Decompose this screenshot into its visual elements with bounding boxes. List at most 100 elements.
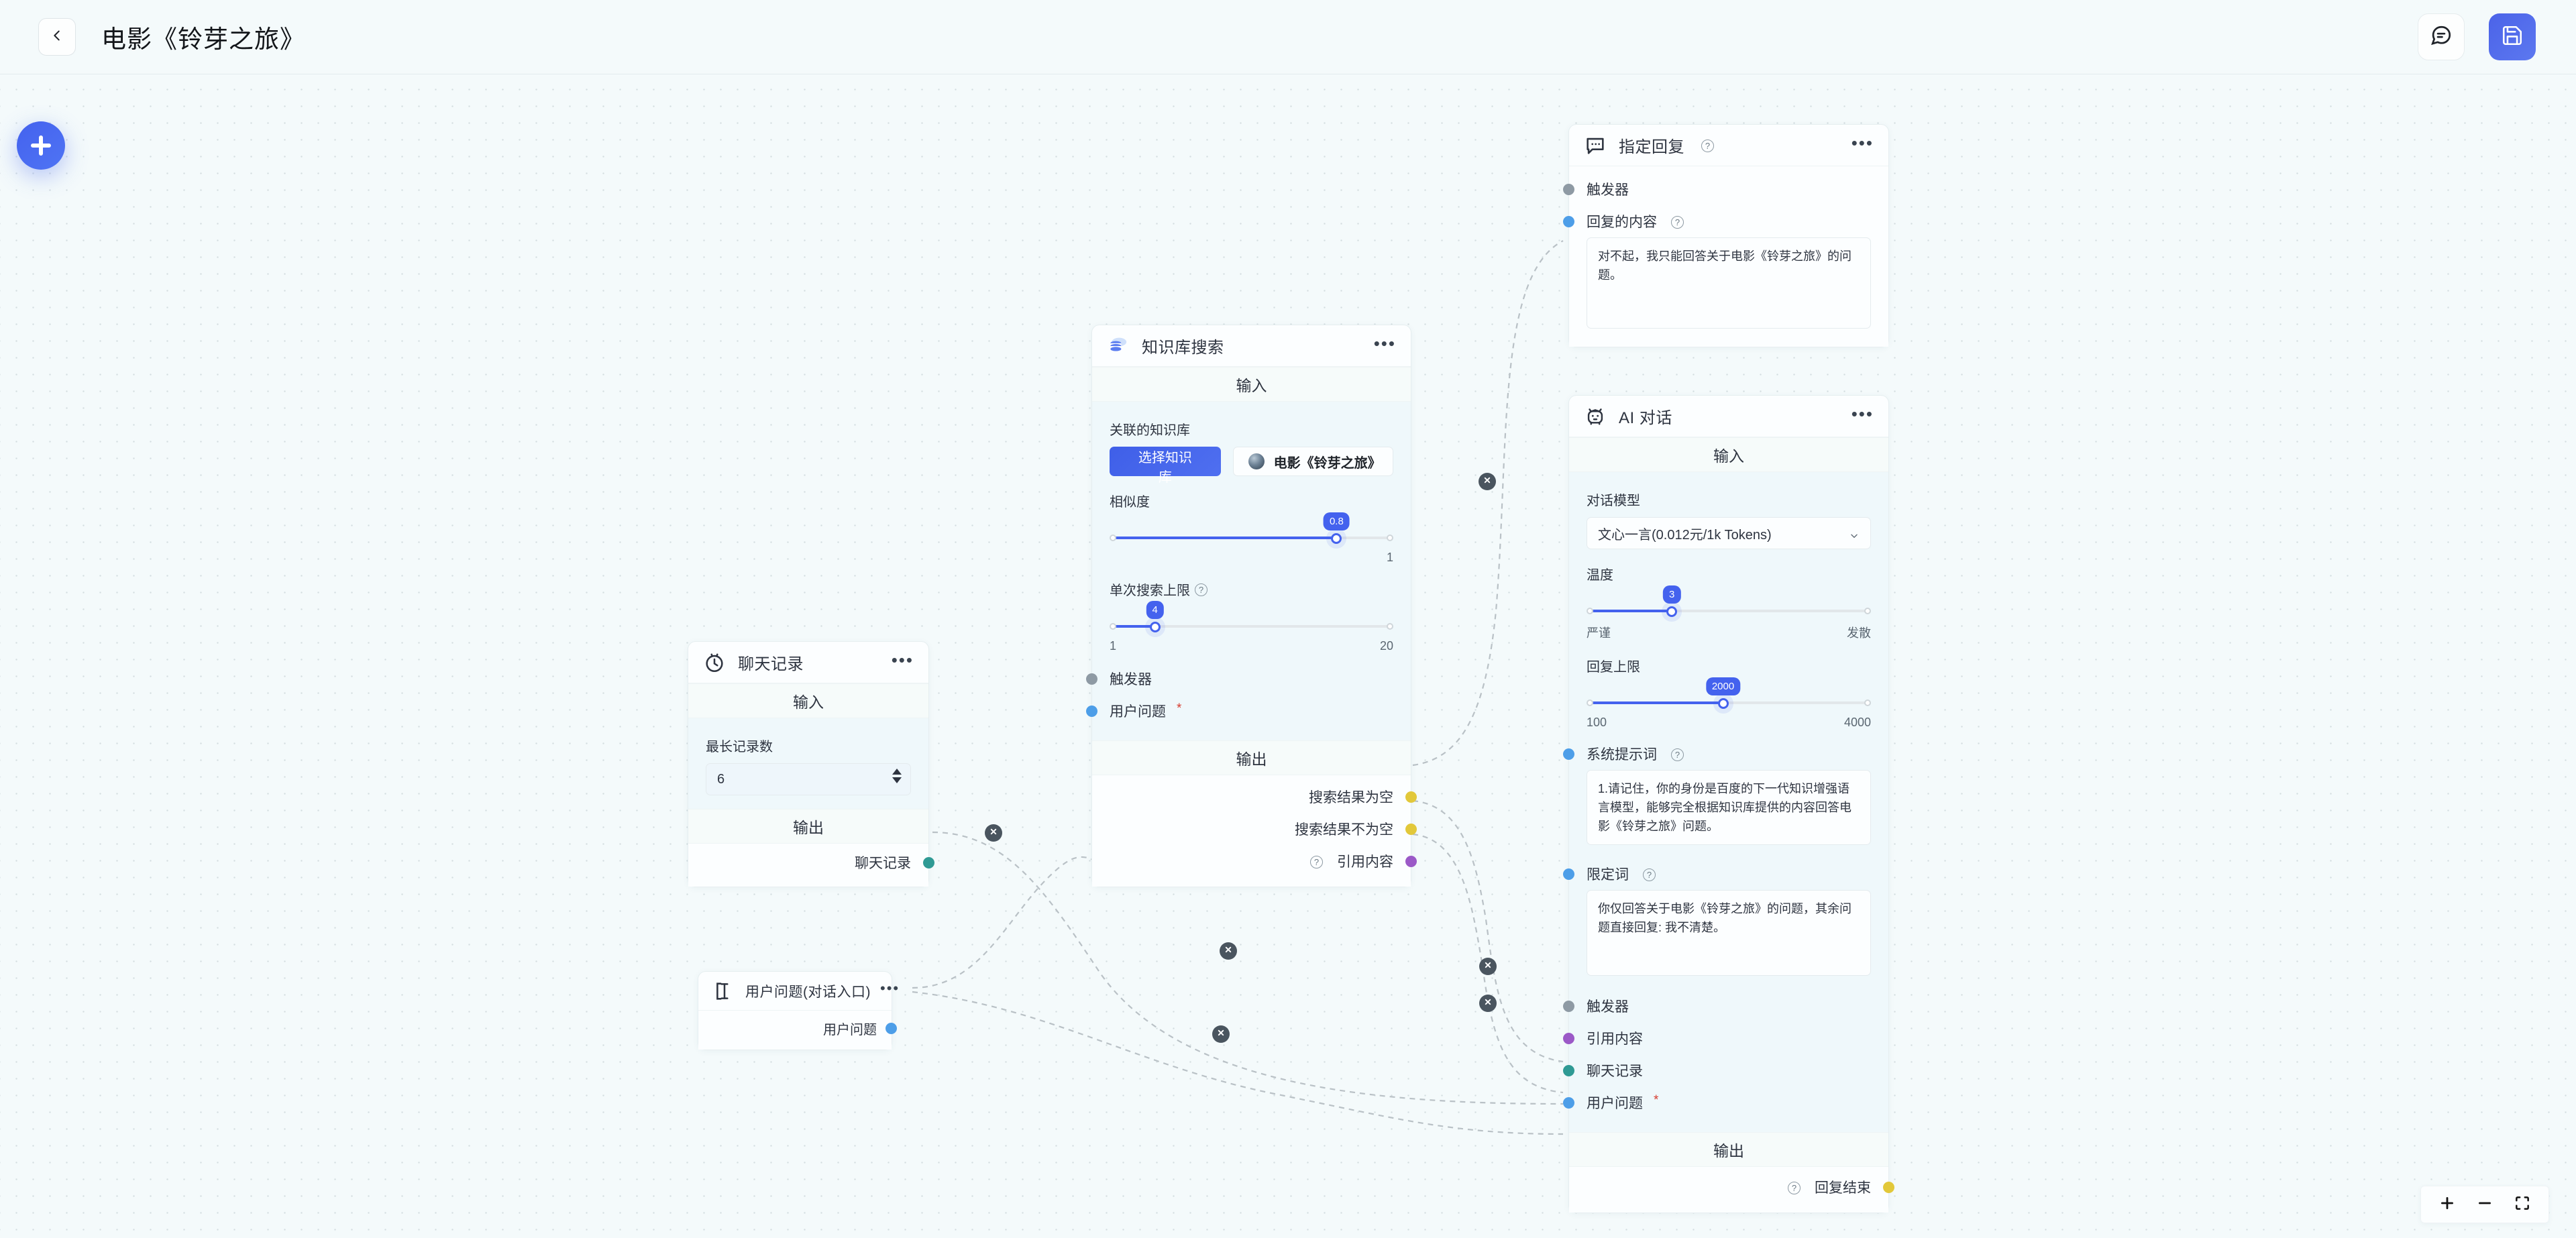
zoom-out-button[interactable]	[2469, 1189, 2500, 1220]
port-out-user-question[interactable]: 用户问题	[713, 1013, 897, 1043]
edge-delete-button[interactable]	[1220, 942, 1237, 960]
max-records-stepper[interactable]	[706, 763, 911, 795]
port-dot[interactable]	[1883, 1181, 1894, 1193]
edge-delete-button[interactable]	[1479, 473, 1496, 490]
temperature-label: 温度	[1587, 568, 1613, 583]
limit-slider[interactable]: 4	[1110, 601, 1393, 636]
reply-limit-slider[interactable]: 2000	[1587, 677, 1871, 713]
port-out-chat-history[interactable]: 聊天记录	[706, 846, 934, 879]
slider-knob[interactable]	[1331, 533, 1342, 544]
help-icon[interactable]: ?	[1788, 1181, 1801, 1194]
edge-delete-button[interactable]	[985, 824, 1002, 842]
port-out-not-empty[interactable]: 搜索结果不为空	[1110, 813, 1417, 845]
port-dot[interactable]	[1563, 1032, 1574, 1044]
node-chat-history[interactable]: 聊天记录 ••• 输入 最长记录数 输出 聊天记录	[688, 641, 934, 887]
reply-limit-value: 2000	[1705, 677, 1741, 695]
slider-cap-left	[1587, 608, 1593, 614]
help-icon[interactable]: ?	[1643, 868, 1656, 881]
slider-track	[1114, 625, 1389, 628]
port-dot[interactable]	[1563, 1064, 1574, 1076]
comment-button[interactable]	[2418, 13, 2465, 60]
temperature-slider[interactable]: 3	[1587, 585, 1871, 621]
port-dot[interactable]	[1405, 855, 1417, 867]
port-dot[interactable]	[1405, 791, 1417, 803]
port-out-empty[interactable]: 搜索结果为空	[1110, 781, 1417, 813]
port-in-trigger[interactable]: 触发器	[1563, 990, 1871, 1022]
stepper-arrows[interactable]	[892, 769, 902, 783]
help-icon[interactable]: ?	[1310, 855, 1323, 868]
port-in-trigger[interactable]: 触发器	[1563, 173, 1871, 205]
edge-userq-to-kb	[912, 856, 1116, 989]
workflow-canvas[interactable]: 聊天记录 ••• 输入 最长记录数 输出 聊天记录 用户问题(对话入口) •••	[0, 74, 2576, 1238]
node-user-question[interactable]: 用户问题(对话入口) ••• 用户问题	[698, 971, 898, 1050]
similarity-value: 0.8	[1323, 512, 1350, 530]
system-prompt-textarea[interactable]	[1587, 770, 1871, 845]
port-in-user-question[interactable]: 用户问题*	[1086, 695, 1393, 727]
port-label: 触发器	[1587, 999, 1629, 1015]
help-icon[interactable]: ?	[1195, 583, 1208, 596]
node-designated-reply[interactable]: 指定回复 ? ••• 触发器 回复的内容 ?	[1563, 124, 1889, 347]
input-section: 关联的知识库 选择知识库 电影《铃芽之旅》 相似度 0.8 1	[1086, 402, 1411, 740]
port-dot[interactable]	[1563, 868, 1574, 880]
port-in-chat-history[interactable]: 聊天记录	[1563, 1054, 1871, 1086]
reply-content-textarea[interactable]	[1587, 237, 1871, 329]
kb-chip-label: 电影《铃芽之旅》	[1273, 455, 1381, 471]
qualifier-label-row: 限定词 ?	[1563, 858, 1871, 890]
output-section: 搜索结果为空 搜索结果不为空 ? 引用内容	[1092, 775, 1417, 887]
arrow-down-icon[interactable]	[892, 777, 902, 783]
port-dot[interactable]	[923, 856, 934, 868]
zoom-controls[interactable]	[2420, 1186, 2549, 1223]
output-section: 聊天记录	[688, 844, 934, 887]
port-in-quote[interactable]: 引用内容	[1563, 1022, 1871, 1054]
max-records-input[interactable]	[706, 763, 911, 795]
fit-screen-button[interactable]	[2507, 1189, 2538, 1220]
port-in-user-question[interactable]: 用户问题*	[1563, 1086, 1871, 1119]
help-icon[interactable]: ?	[1671, 215, 1684, 229]
back-button[interactable]	[38, 18, 76, 56]
zoom-in-button[interactable]	[2432, 1189, 2463, 1220]
node-kb-search[interactable]: 知识库搜索 ••• 输入 关联的知识库 选择知识库 电影《铃芽之旅》 相似度 0…	[1086, 325, 1417, 887]
arrow-up-icon[interactable]	[892, 769, 902, 775]
port-dot[interactable]	[885, 1022, 897, 1034]
save-button[interactable]	[2489, 13, 2536, 60]
edge-delete-button[interactable]	[1479, 958, 1497, 975]
port-label: 用户问题	[823, 1022, 877, 1037]
port-dot[interactable]	[1563, 1000, 1574, 1012]
slider-knob[interactable]	[1717, 698, 1729, 709]
help-icon[interactable]: ?	[1671, 748, 1684, 761]
close-icon	[1483, 960, 1493, 973]
temperature-scale: 严谨 发散	[1587, 624, 1871, 641]
port-label: 搜索结果为空	[1309, 790, 1393, 805]
slider-knob[interactable]	[1149, 622, 1161, 632]
node-menu-button[interactable]: •••	[1373, 333, 1396, 353]
port-dot[interactable]	[1086, 705, 1097, 717]
input-section: 对话模型 文心一言(0.012元/1k Tokens) 温度 3 严谨 发散	[1563, 472, 1888, 1132]
port-dot[interactable]	[1563, 748, 1574, 760]
scale-max: 20	[1379, 639, 1393, 653]
qualifier-textarea[interactable]	[1587, 890, 1871, 976]
node-menu-button[interactable]: •••	[1851, 132, 1874, 153]
node-ai-chat[interactable]: AI 对话 ••• 输入 对话模型 文心一言(0.012元/1k Tokens)…	[1563, 395, 1894, 1213]
port-dot[interactable]	[1563, 183, 1574, 195]
port-dot[interactable]	[1086, 673, 1097, 685]
select-kb-button[interactable]: 选择知识库	[1110, 447, 1221, 485]
kb-chip[interactable]: 电影《铃芽之旅》	[1232, 447, 1393, 476]
port-out-reply-end[interactable]: ? 回复结束	[1587, 1171, 1894, 1203]
edge-delete-button[interactable]	[1479, 995, 1497, 1012]
edge-userq-to-ai	[912, 991, 1564, 1135]
node-menu-button[interactable]: •••	[891, 649, 914, 670]
chevron-left-icon	[50, 28, 64, 46]
similarity-slider[interactable]: 0.8	[1110, 512, 1393, 548]
add-node-button[interactable]	[17, 121, 65, 170]
node-menu-button[interactable]: •••	[1851, 403, 1874, 424]
port-dot[interactable]	[1405, 823, 1417, 835]
edge-delete-button[interactable]	[1212, 1025, 1230, 1043]
help-icon[interactable]: ?	[1701, 139, 1714, 152]
model-select[interactable]: 文心一言(0.012元/1k Tokens)	[1587, 517, 1871, 549]
node-menu-button[interactable]: •••	[880, 979, 900, 997]
port-dot[interactable]	[1563, 215, 1574, 227]
slider-knob[interactable]	[1666, 606, 1678, 617]
port-dot[interactable]	[1563, 1096, 1574, 1109]
port-in-trigger[interactable]: 触发器	[1086, 663, 1393, 695]
port-out-quote[interactable]: ? 引用内容	[1110, 845, 1417, 877]
